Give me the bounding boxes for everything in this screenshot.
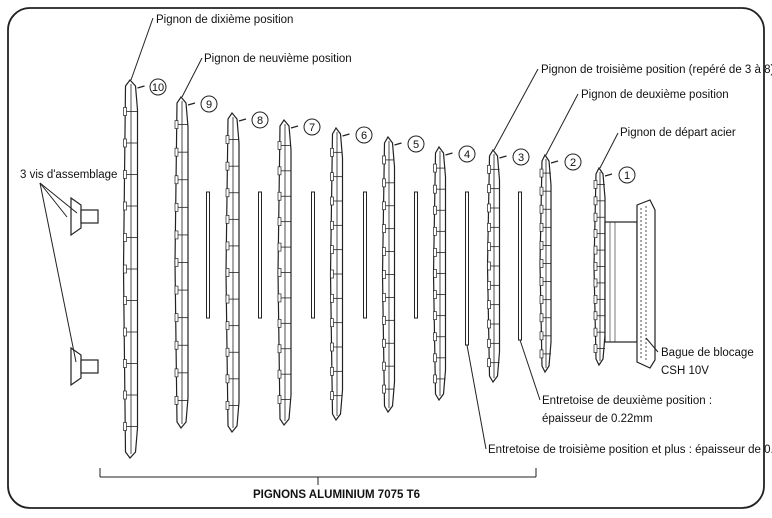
label-second-sprocket: Pignon de deuxième position [581,89,729,101]
sprocket-2 [539,153,559,374]
spacer-7 [518,191,522,341]
label-second-spacer-thickness: épaisseur de 0.22mm [542,413,653,425]
sprocket-10 [122,79,145,459]
position-badge-10: 10 [149,78,167,96]
label-aluminium-sprockets: PIGNONS ALUMINIUM 7075 T6 [253,489,420,501]
sprocket-5 [381,135,402,414]
position-badge-2: 2 [564,153,582,171]
position-number-4: 4 [464,149,470,161]
label-ninth-sprocket: Pignon de neuvième position [204,53,352,65]
position-number-3: 3 [518,152,524,164]
position-number-10: 10 [152,82,164,94]
position-badge-8: 8 [251,111,269,129]
spacer-4 [363,191,367,319]
label-third-spacer: Entretoise de troisième position et plus… [488,444,772,456]
sprocket-9 [174,95,196,430]
position-number-5: 5 [413,139,419,151]
label-assembly-screws: 3 vis d'assemblage [20,169,117,181]
assembly-screw-top [70,196,99,237]
position-number-6: 6 [361,130,367,142]
label-first-sprocket: Pignon de départ acier [620,127,736,139]
position-badge-9: 9 [200,95,218,113]
sprocket-3 [486,148,507,384]
label-tenth-sprocket: Pignon de dixième position [156,14,293,26]
label-second-spacer: Entretoise de deuxième position : [542,395,712,407]
assembly-screw-bottom [70,346,99,387]
diagram-frame [7,7,765,509]
label-lock-ring-model: CSH 10V [661,365,709,377]
position-number-2: 2 [570,157,576,169]
sprocket-4 [432,145,453,402]
position-number-7: 7 [309,122,315,134]
position-badge-3: 3 [512,148,530,166]
spacer-1 [206,191,210,319]
sprocket-1 [593,166,613,367]
sprocket-6 [329,126,350,422]
position-badge-7: 7 [303,118,321,136]
position-badges: 10 9 8 7 6 5 4 3 2 1 [149,78,636,184]
label-third-sprocket: Pignon de troisième position (repéré de … [541,64,772,76]
spacer-3 [311,191,315,319]
label-lock-ring: Bague de blocage [661,347,754,359]
position-number-9: 9 [206,99,212,111]
spacer-5 [414,191,418,319]
lock-ring [604,199,656,369]
position-badge-4: 4 [458,145,476,163]
sprocket-group [122,79,613,459]
spacer-6 [465,191,469,346]
sprocket-8 [225,111,247,434]
sprocket-7 [277,118,299,427]
position-badge-6: 6 [355,126,373,144]
spacer-group [206,191,522,346]
position-number-1: 1 [624,170,630,182]
position-badge-5: 5 [407,135,425,153]
spacer-2 [258,191,262,319]
aluminium-sprockets-bracket [99,468,537,485]
leader-lines [39,17,659,450]
position-badge-1: 1 [618,166,636,184]
position-number-8: 8 [257,115,263,127]
